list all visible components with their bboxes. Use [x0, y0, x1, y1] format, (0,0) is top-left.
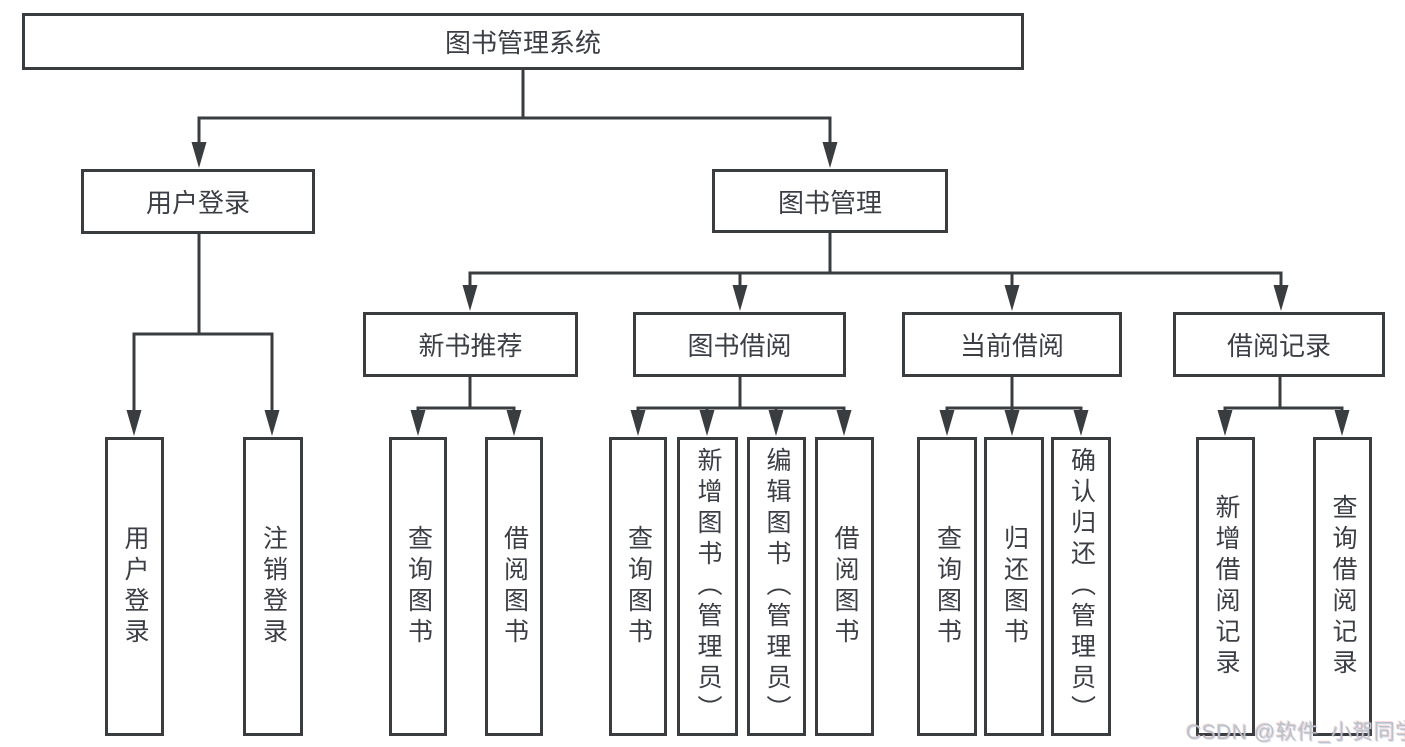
leaf-label: 查询图书 — [404, 524, 433, 649]
leaf-label: 确认归还（管理员） — [1067, 447, 1096, 726]
leaf-label: 新增借阅记录 — [1212, 493, 1240, 680]
arrowhead — [1273, 285, 1289, 311]
arrowhead — [822, 142, 838, 168]
arrowhead — [506, 410, 522, 436]
leaf-borrow-books-2: 借阅图书 — [815, 437, 874, 736]
arrowhead — [1217, 410, 1233, 436]
node-borrowing-records: 借阅记录 — [1173, 312, 1385, 377]
arrowheads — [126, 142, 1350, 436]
leaf-confirm-return-admin: 确认归还（管理员） — [1051, 437, 1111, 736]
node-user-login: 用户登录 — [81, 169, 315, 234]
leaf-label: 借阅图书 — [500, 524, 529, 649]
leaf-label: 新增图书（管理员） — [694, 447, 722, 726]
leaf-add-borrow-record: 新增借阅记录 — [1196, 437, 1255, 736]
leaf-label: 注销登录 — [259, 524, 288, 649]
leaf-query-borrow-record: 查询借阅记录 — [1313, 437, 1372, 736]
arrowhead — [1004, 410, 1020, 436]
leaf-label: 编辑图书（管理员） — [763, 447, 791, 726]
leaf-label: 查询图书 — [933, 524, 962, 649]
arrowhead — [1004, 285, 1020, 311]
leaf-label: 借阅图书 — [831, 524, 859, 649]
arrowhead — [939, 410, 955, 436]
leaf-borrow-books-1: 借阅图书 — [485, 437, 543, 736]
node-library-management-system: 图书管理系统 — [22, 13, 1024, 70]
leaf-logout: 注销登录 — [243, 437, 303, 736]
leaf-label: 查询图书 — [624, 524, 653, 649]
arrowhead — [264, 410, 280, 436]
leaf-label: 归还图书 — [1000, 524, 1029, 649]
arrowhead — [410, 410, 426, 436]
arrowhead — [462, 285, 478, 311]
leaf-query-books-2: 查询图书 — [609, 437, 667, 736]
leaf-query-books-3: 查询图书 — [917, 437, 977, 736]
arrowhead — [191, 142, 207, 168]
leaf-user-login: 用户登录 — [105, 437, 164, 736]
arrowhead — [126, 410, 142, 436]
leaf-query-books-1: 查询图书 — [389, 437, 447, 736]
node-new-book-recommendation: 新书推荐 — [363, 312, 578, 377]
leaf-label: 用户登录 — [121, 524, 149, 649]
node-book-borrowing: 图书借阅 — [633, 312, 846, 377]
node-current-borrowing: 当前借阅 — [902, 312, 1122, 377]
leaf-edit-book-admin: 编辑图书（管理员） — [747, 437, 806, 736]
arrowhead — [699, 410, 715, 436]
node-book-management: 图书管理 — [712, 169, 948, 233]
arrowhead — [836, 410, 852, 436]
csdn-watermark: CSDN @软件_小贺同学 — [1186, 721, 1405, 744]
arrowhead — [1334, 410, 1350, 436]
arrowhead — [768, 410, 784, 436]
arrowhead — [630, 410, 646, 436]
arrowhead — [732, 285, 748, 311]
arrowhead — [1073, 410, 1089, 436]
leaf-label: 查询借阅记录 — [1329, 493, 1357, 680]
leaf-add-book-admin: 新增图书（管理员） — [677, 437, 738, 736]
leaf-return-books: 归还图书 — [984, 437, 1044, 736]
